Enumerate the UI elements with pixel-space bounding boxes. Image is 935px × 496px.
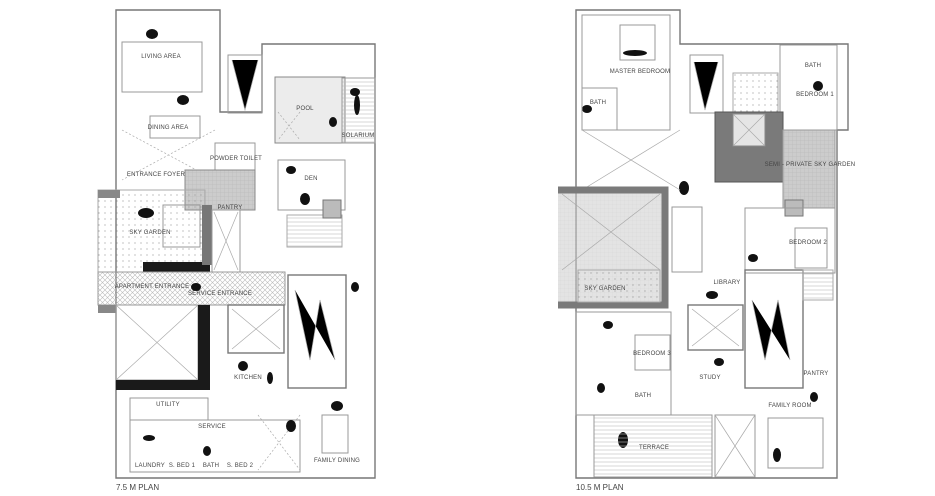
room-label: UTILITY: [156, 402, 180, 408]
room-label: SKY GARDEN: [129, 230, 170, 236]
room-label: BEDROOM 2: [789, 240, 827, 246]
room-label: PANTRY: [804, 371, 829, 377]
room-label: STUDY: [699, 375, 720, 381]
room-label: DINING AREA: [148, 125, 189, 131]
room-labels-7-5m: LIVING AREA DINING AREA POOL SOLARIUM PO…: [115, 54, 375, 492]
room-label: KITCHEN: [234, 375, 262, 381]
room-label: DEN: [304, 176, 317, 182]
room-label: BEDROOM 1: [796, 92, 834, 98]
room-label: BATH: [590, 100, 606, 106]
plan-10-5m: [558, 9, 849, 479]
room-label: FAMILY ROOM: [768, 403, 811, 409]
room-label: MASTER BEDROOM: [610, 69, 670, 75]
plan-caption: 7.5 M PLAN: [116, 483, 159, 492]
room-label: BATH: [805, 63, 821, 69]
room-label: LIBRARY: [714, 280, 741, 286]
room-label: SKY GARDEN: [584, 286, 625, 292]
room-label: BATH: [635, 393, 651, 399]
room-label: PANTRY: [218, 205, 243, 211]
room-label: SEMI - PRIVATE SKY GARDEN: [765, 162, 856, 168]
room-label: SERVICE ENTRANCE: [188, 291, 252, 297]
people-figures: [138, 29, 823, 462]
plan-caption: 10.5 M PLAN: [576, 483, 624, 492]
room-label: POOL: [296, 106, 314, 112]
room-label: BEDROOM 3: [633, 351, 671, 357]
room-labels-10-5m: MASTER BEDROOM BATH BATH BEDROOM 1 SEMI …: [576, 63, 855, 492]
room-label: APARTMENT ENTRANCE: [115, 284, 190, 290]
room-label: LAUNDRY: [135, 463, 165, 469]
room-label: POWDER TOILET: [210, 156, 262, 162]
room-label: ENTRANCE FOYER: [127, 172, 186, 178]
room-label: SOLARIUM: [342, 133, 375, 139]
room-label: S. BED 1: [169, 463, 196, 469]
room-label: S. BED 2: [227, 463, 254, 469]
room-label: LIVING AREA: [141, 54, 181, 60]
room-label: FAMILY DINING: [314, 458, 360, 464]
room-label: TERRACE: [639, 445, 669, 451]
room-label: SERVICE: [198, 424, 226, 430]
room-label: BATH: [203, 463, 219, 469]
